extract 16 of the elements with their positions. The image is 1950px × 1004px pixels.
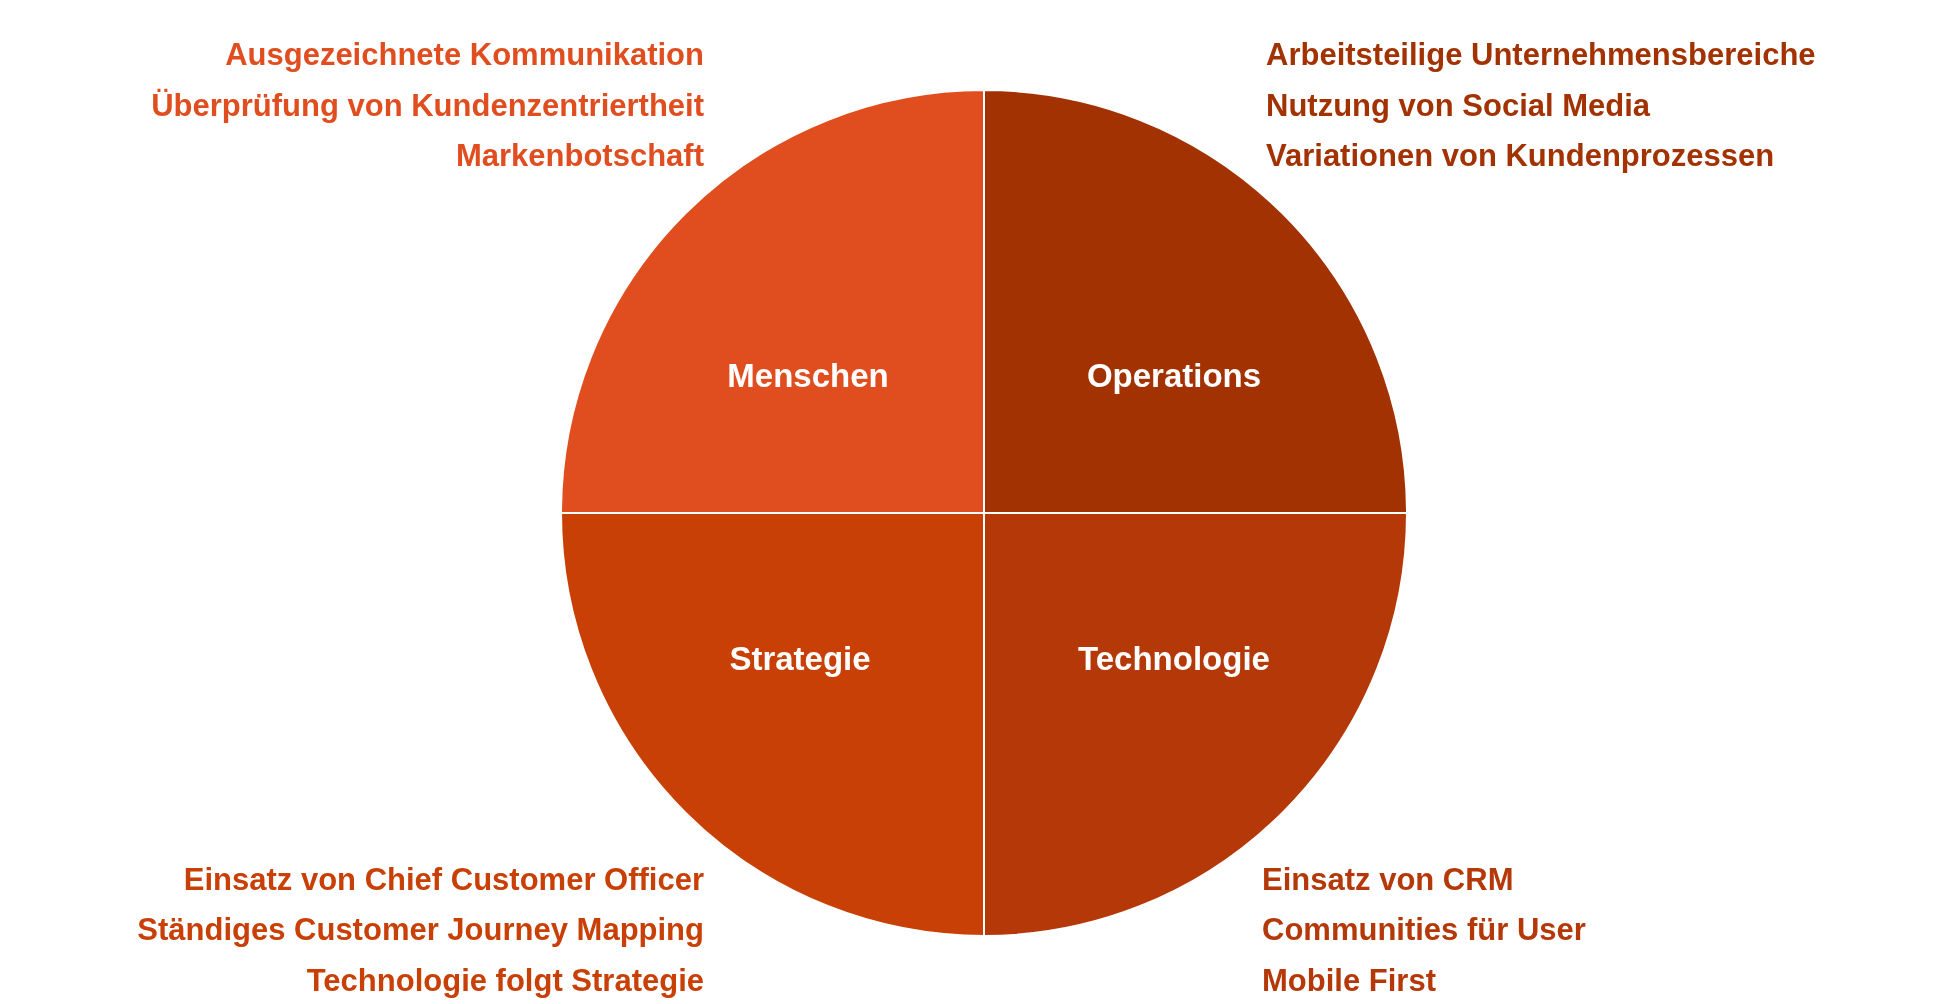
factor-text: Mobile First [1262, 962, 1436, 1000]
quadrant-label: Technologie [1078, 640, 1270, 678]
factor-text: Ausgezeichnete Kommunikation [225, 36, 704, 74]
factor-text: Einsatz von CRM [1262, 861, 1514, 899]
factor-text: Einsatz von Chief Customer Officer [183, 861, 704, 899]
factor-text: Überprüfung von Kundenzentriertheit [151, 87, 704, 125]
factor-text: Arbeitsteilige Unternehmensbereiche [1266, 36, 1816, 74]
factor-text: Markenbotschaft [455, 137, 704, 175]
factor-text: Nutzung von Social Media [1266, 87, 1651, 125]
factor-text: Communities für User [1262, 911, 1586, 949]
quadrant-label: Menschen [727, 357, 889, 395]
factor-text: Variationen von Kundenprozessen [1266, 137, 1775, 175]
factor-text: Technologie folgt Strategie [306, 962, 704, 1000]
quadrant-label: Strategie [729, 640, 871, 678]
quadrant-label: Operations [1086, 357, 1262, 395]
factor-text: Ständiges Customer Journey Mapping [137, 911, 704, 949]
